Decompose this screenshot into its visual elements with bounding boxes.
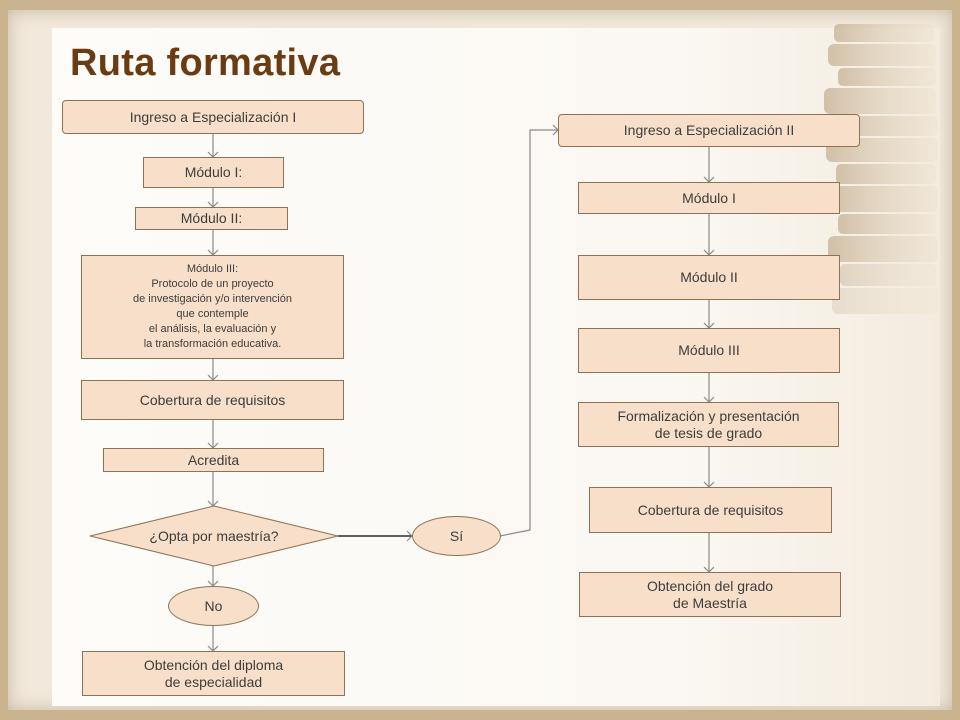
- node-formalizacion-tesis: Formalización y presentación de tesis de…: [578, 402, 839, 447]
- node-right-modulo-3: Módulo III: [578, 328, 840, 373]
- books-stack-icon: [824, 24, 938, 314]
- node-right-modulo-2: Módulo II: [578, 255, 840, 300]
- page-title: Ruta formativa: [70, 42, 341, 84]
- node-modulo-2: Módulo II:: [135, 207, 288, 230]
- node-obtencion-diploma: Obtención del diploma de especialidad: [82, 651, 345, 696]
- node-cobertura-requisitos-right: Cobertura de requisitos: [589, 487, 832, 533]
- node-ingreso-especializacion-2: Ingreso a Especialización II: [558, 114, 860, 147]
- node-modulo-1: Módulo I:: [143, 157, 284, 188]
- node-no: No: [168, 586, 259, 626]
- arrow-si-ingreso2: [499, 124, 559, 537]
- node-modulo-3-protocolo: Módulo III: Protocolo de un proyecto de …: [81, 255, 344, 359]
- node-ingreso-especializacion-1: Ingreso a Especialización I: [62, 100, 364, 134]
- node-obtencion-grado-maestria: Obtención del grado de Maestría: [579, 572, 841, 617]
- decision-label: ¿Opta por maestría?: [149, 528, 279, 544]
- node-cobertura-requisitos-left: Cobertura de requisitos: [81, 380, 344, 420]
- node-right-modulo-1: Módulo I: [578, 182, 840, 214]
- node-si: Sí: [412, 516, 501, 556]
- decision-diamond: [89, 505, 339, 567]
- node-acredita: Acredita: [103, 448, 324, 472]
